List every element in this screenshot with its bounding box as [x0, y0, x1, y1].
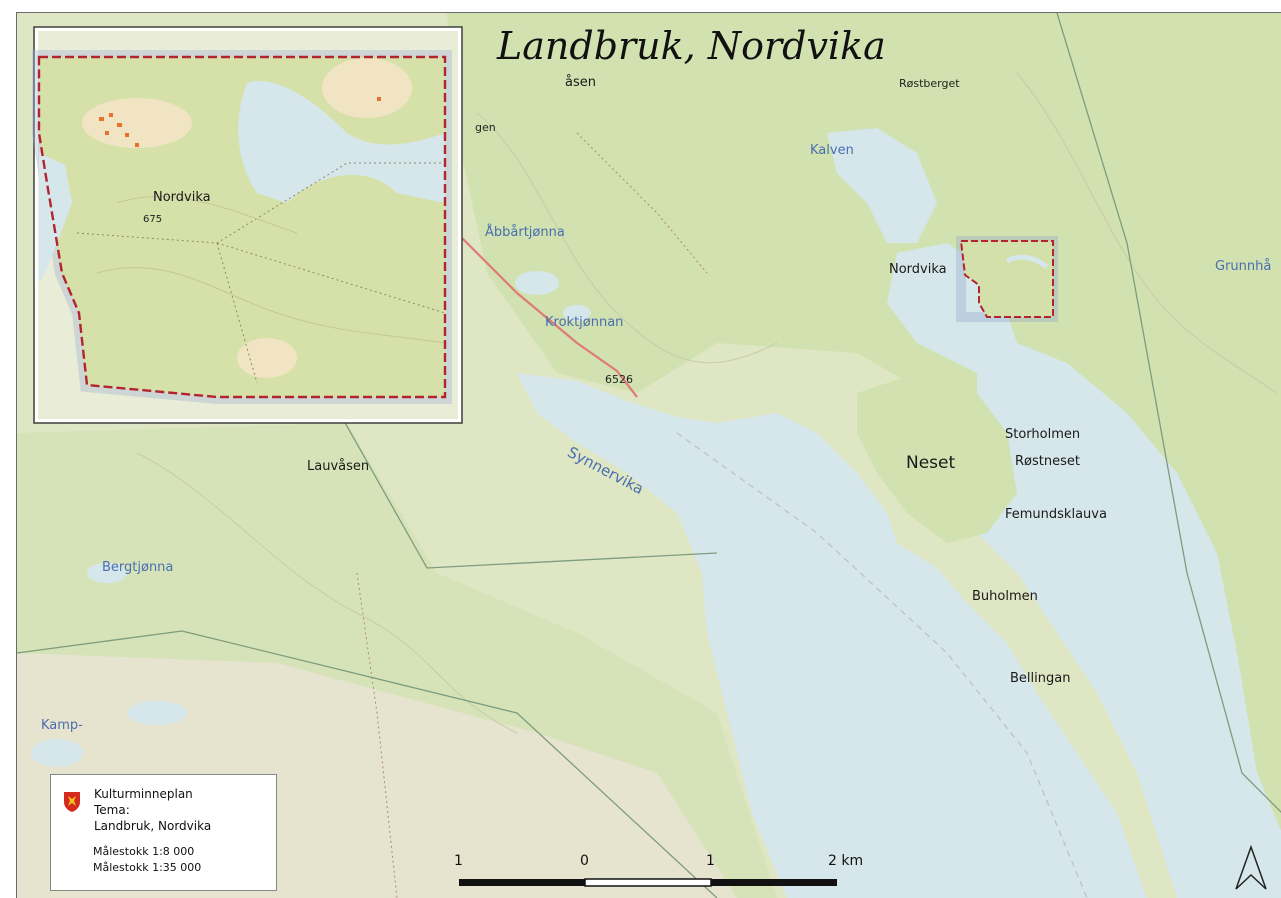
- scale-bar: [459, 878, 837, 887]
- legend-scale-1: Målestokk 1:8 000: [93, 845, 195, 858]
- lake-water: [517, 373, 1147, 898]
- legend-line-1: Kulturminneplan: [94, 787, 193, 801]
- label-nordvika: Nordvika: [889, 262, 947, 277]
- highlight-area: [956, 236, 1058, 322]
- forest-area: [447, 13, 1281, 898]
- road-6526: [456, 232, 638, 398]
- legend-line-2: Tema:: [94, 803, 130, 817]
- scalebar-tick-0: 0: [580, 853, 589, 869]
- tarn-bergtjonna: [87, 563, 127, 583]
- legend-box: Kulturminneplan Tema: Landbruk, Nordvika…: [50, 774, 277, 891]
- peninsula-neset: [857, 373, 1017, 543]
- scalebar-tick-1-right: 1: [706, 853, 715, 869]
- scalebar-tick-2km: 2 km: [828, 853, 864, 869]
- label-kalven: Kalven: [810, 143, 854, 158]
- inset-elevation-675: 675: [143, 214, 163, 225]
- label-lauvasen: Lauvåsen: [307, 459, 370, 474]
- label-asen: åsen: [565, 75, 596, 90]
- label-rostneset: Røstneset: [1015, 454, 1080, 469]
- label-rostberget: Røstberget: [899, 77, 960, 90]
- label-kroktjonnan: Kroktjønnan: [545, 315, 624, 330]
- label-buholmen: Buholmen: [972, 589, 1038, 604]
- boundary-line: [17, 630, 718, 898]
- track-line: [676, 432, 1088, 898]
- contour-line: [476, 112, 778, 364]
- coat-of-arms-icon: [64, 792, 80, 812]
- legend-line-3: Landbruk, Nordvika: [94, 819, 212, 833]
- tarn: [127, 701, 187, 725]
- label-road-6526: 6526: [605, 373, 633, 386]
- path-line: [356, 572, 398, 898]
- tarn-kroktjonnan: [563, 305, 591, 321]
- scalebar-tick-1-left: 1: [454, 853, 463, 869]
- legend-scale-2: Målestokk 1:35 000: [93, 861, 202, 874]
- label-abbartjonna: Åbbårtjønna: [485, 225, 565, 240]
- label-neset: Neset: [906, 453, 956, 473]
- label-bergtjonna: Bergtjønna: [102, 560, 174, 575]
- label-gen: gen: [475, 121, 496, 134]
- label-bellingan: Bellingan: [1010, 671, 1071, 686]
- map-title: Landbruk, Nordvika: [497, 24, 886, 68]
- inset-label-nordvika: Nordvika: [153, 190, 211, 205]
- inset-map: [32, 26, 463, 424]
- map-canvas[interactable]: [17, 13, 1281, 898]
- lake-kalven: [827, 128, 937, 243]
- label-femundsklauva: Femundsklauva: [1005, 507, 1107, 522]
- label-storholmen: Storholmen: [1005, 427, 1081, 442]
- label-grunnha: Grunnhå: [1215, 259, 1272, 274]
- boundary-line: [1056, 13, 1281, 813]
- contour-line: [1016, 72, 1278, 394]
- north-arrow-icon: [1235, 845, 1267, 890]
- tarn: [31, 739, 83, 767]
- path-line: [576, 132, 708, 274]
- contour-line: [136, 452, 518, 734]
- boundary-line: [316, 372, 718, 569]
- label-kamp: Kamp-: [41, 718, 83, 733]
- map-frame: åsen gen Røstberget Kalven Åbbårtjønna N…: [16, 12, 1281, 898]
- tarn-abbartjonna: [515, 271, 559, 295]
